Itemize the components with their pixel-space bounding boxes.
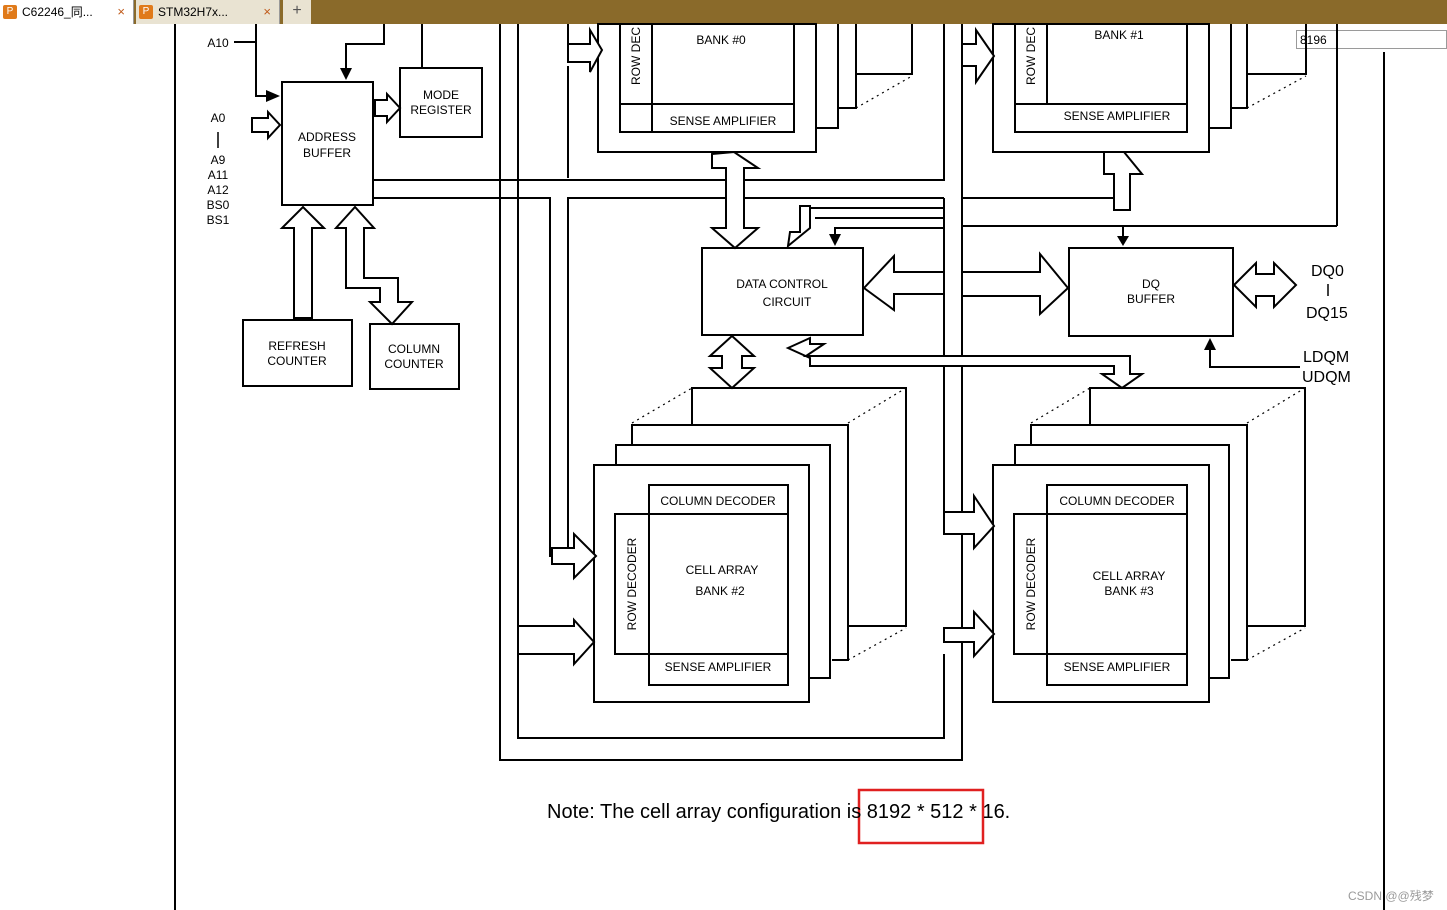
plus-icon: +: [292, 2, 302, 19]
tab-c62246[interactable]: P C62246_同... ×: [0, 0, 134, 24]
pin-ldqm: LDQM: [1303, 349, 1349, 366]
mode-register-label-2: REGISTER: [410, 103, 472, 117]
highlight-box: [857, 788, 985, 845]
tab-stm32h7[interactable]: P STM32H7x... ×: [136, 0, 280, 24]
pin-dq15: DQ15: [1306, 305, 1348, 322]
pin-a10: A10: [207, 36, 229, 50]
close-icon[interactable]: ×: [263, 4, 271, 19]
bank3-row-decoder: ROW DECODER: [1024, 537, 1038, 630]
dq-buffer-label-2: BUFFER: [1127, 292, 1175, 306]
pin-a12: A12: [207, 183, 229, 197]
dq-buffer-label-1: DQ: [1142, 277, 1160, 291]
address-buffer-label-2: BUFFER: [303, 146, 351, 160]
tab-bar: P C62246_同... × P STM32H7x... × +: [0, 0, 1447, 24]
refresh-counter-label-2: COUNTER: [267, 354, 327, 368]
data-control-label-2: CIRCUIT: [763, 295, 812, 309]
data-control-label-1: DATA CONTROL: [736, 277, 828, 291]
pin-bs0: BS0: [207, 198, 230, 212]
bank3-col-decoder: COLUMN DECODER: [1059, 494, 1175, 508]
bank2-sense-amp: SENSE AMPLIFIER: [665, 660, 772, 674]
mode-register-label-1: MODE: [423, 88, 459, 102]
bank3-sense-amp: SENSE AMPLIFIER: [1064, 660, 1171, 674]
pin-bs1: BS1: [207, 213, 230, 227]
bank2-cell-label-2: BANK #2: [695, 584, 745, 598]
bank1-sense-amp: SENSE AMPLIFIER: [1064, 109, 1171, 123]
bank3-cell-label-2: BANK #3: [1104, 584, 1154, 598]
bank0-label: BANK #0: [696, 33, 746, 47]
bank0-row-decoder: ROW DEC: [629, 27, 643, 85]
bank2-row-decoder: ROW DECODER: [625, 537, 639, 630]
column-counter-label-1: COLUMN: [388, 342, 440, 356]
address-buffer-label-1: ADDRESS: [298, 130, 356, 144]
bank3-cell-label-1: CELL ARRAY: [1093, 569, 1166, 583]
diagram-note: Note: The cell array configuration is 81…: [547, 801, 1010, 823]
bank0-sense-amp: SENSE AMPLIFIER: [670, 114, 777, 128]
new-tab-button[interactable]: +: [283, 0, 311, 24]
bank1-label: BANK #1: [1094, 28, 1144, 42]
pin-a9: A9: [211, 153, 226, 167]
close-icon[interactable]: ×: [117, 4, 125, 19]
pin-a11: A11: [208, 168, 229, 182]
watermark: CSDN @@残梦: [1348, 889, 1434, 903]
bank2-col-decoder: COLUMN DECODER: [660, 494, 776, 508]
pin-dq0: DQ0: [1311, 263, 1344, 280]
bank1-row-decoder: ROW DEC: [1024, 27, 1038, 85]
app-icon: P: [3, 5, 17, 19]
refresh-counter-label-1: REFRESH: [268, 339, 325, 353]
tab-label: STM32H7x...: [158, 5, 229, 19]
pin-a0: A0: [211, 111, 226, 125]
app-icon: P: [139, 5, 153, 19]
tab-label: C62246_同...: [22, 5, 93, 19]
pin-udqm: UDQM: [1302, 369, 1351, 386]
bank2-cell-label-1: CELL ARRAY: [686, 563, 759, 577]
column-counter-label-2: COUNTER: [384, 357, 444, 371]
